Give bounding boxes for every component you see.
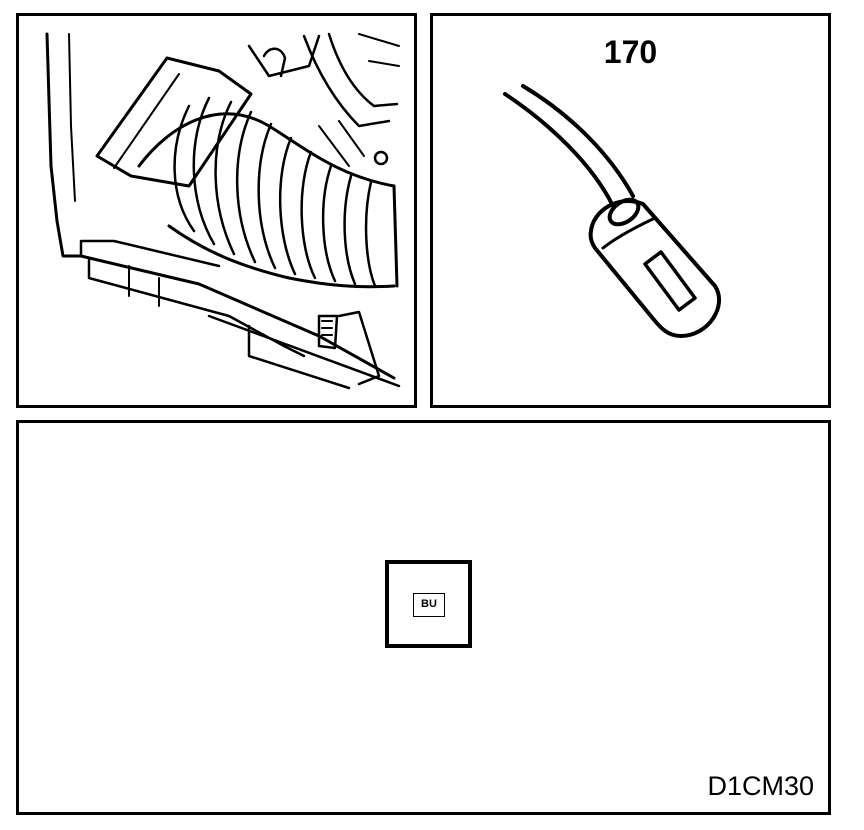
reference-code: D1CM30 [707,771,814,801]
connector-number: 170 [603,34,658,70]
engine-bay-illustration [45,32,401,390]
connector-face-panel: BU D1CM30 [16,420,831,815]
connector-plug-icon [503,84,722,338]
connector-view-panel: 170 [430,13,831,408]
terminal-label: BU [413,593,445,617]
engine-view-panel [16,13,417,408]
connector-housing: BU [385,560,472,648]
